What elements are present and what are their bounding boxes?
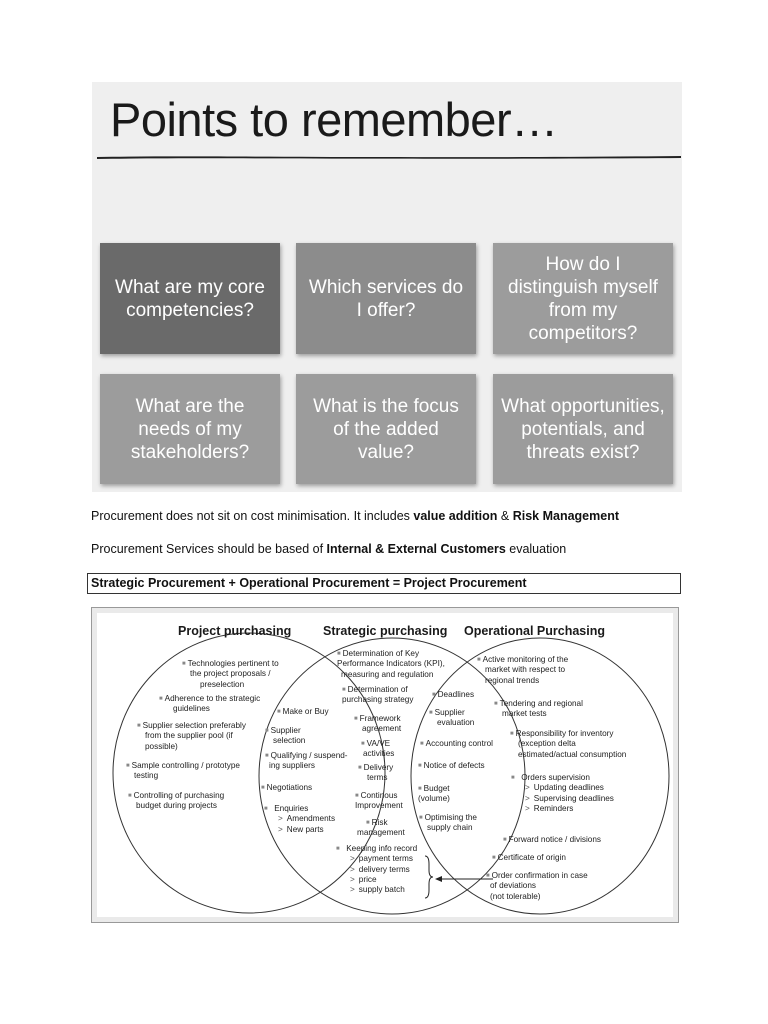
overlap-accounting-control: ■Accounting control	[420, 739, 493, 748]
project-item-supplier-selection: ■Supplier selection preferably from the …	[137, 721, 246, 751]
header-strategic: Strategic purchasing	[323, 624, 448, 638]
card-services: Which services do I offer?	[296, 243, 476, 354]
procurement-equation: Strategic Procurement + Operational Proc…	[87, 573, 681, 594]
circle-project	[112, 632, 386, 914]
card-stakeholder-needs: What are the needs of my stakeholders?	[100, 374, 280, 484]
project-item-budget-control: ■Controlling of purchasing budget during…	[128, 791, 225, 811]
venn-diagram-frame: Project purchasing Strategic purchasing …	[91, 607, 679, 923]
venn-circles	[112, 632, 670, 915]
slide-title: Points to remember…	[110, 93, 558, 146]
card-added-value: What is the focus of the added value?	[296, 374, 476, 484]
card-core-competencies: What are my core competencies?	[100, 243, 280, 354]
slide-image: Points to remember… What are my core com…	[92, 82, 682, 492]
strategic-item-delivery-terms: ■Delivery terms	[358, 763, 394, 783]
strategic-item-risk-management: ■Risk management	[357, 818, 405, 838]
project-item-technologies: ■Technologies pertinent to the project p…	[182, 659, 279, 689]
overlap-optimising-supply-chain: ■Optimising the supply chain	[419, 813, 477, 833]
circle-strategic	[258, 637, 526, 915]
header-operational: Operational Purchasing	[464, 624, 606, 638]
overlap-enquiries: ■ Enquiries >Amendments >New parts	[264, 804, 336, 834]
card-distinguish: How do I distinguish myself from my comp…	[493, 243, 673, 354]
operational-item-certificate: ■Certificate of origin	[492, 853, 566, 862]
title-underline	[97, 156, 681, 159]
info-record-arrowhead	[435, 876, 442, 882]
circle-operational	[410, 637, 670, 915]
customers-evaluation-line: Procurement Services should be based of …	[91, 542, 567, 556]
keeping-info-record: ■ Keeping info record >payment terms >de…	[336, 844, 418, 895]
strategic-item-kpi: ■Determination of Key Performance Indica…	[337, 649, 445, 679]
overlap-qualifying-suppliers: ■Qualifying / suspend- ing suppliers	[265, 751, 348, 771]
overlap-budget-volume: ■Budget (volume)	[418, 784, 450, 804]
operational-item-inventory: ■Responsibility for inventory (exception…	[510, 729, 627, 759]
overlap-deadlines: ■Deadlines	[432, 690, 475, 699]
operational-item-order-confirmation: ■Order confirmation in case of deviation…	[486, 871, 588, 901]
cost-minimisation-line: Procurement does not sit on cost minimis…	[91, 509, 619, 523]
venn-diagram: Project purchasing Strategic purchasing …	[97, 613, 673, 917]
info-record-bracket	[424, 855, 434, 899]
project-item-adherence: ■Adherence to the strategic guidelines	[159, 694, 261, 714]
operational-item-forward-notice: ■Forward notice / divisions	[503, 835, 601, 844]
header-project: Project purchasing	[178, 624, 292, 638]
strategic-item-purchasing-strategy: ■Determination of purchasing strategy	[342, 685, 414, 705]
strategic-item-framework: ■Framework agreement	[354, 714, 402, 734]
overlap-supplier-evaluation: ■Supplier evaluation	[429, 708, 475, 728]
overlap-negotiations: ■Negotiations	[261, 783, 313, 792]
strategic-item-vave: ■VA/VE activities	[361, 739, 395, 759]
strategic-item-continuous-improvement: ■Continous Improvement	[355, 791, 403, 811]
overlap-make-or-buy: ■Make or Buy	[277, 707, 329, 716]
operational-item-orders-supervision: ■ Orders supervision >Updating deadlines…	[511, 773, 614, 813]
project-item-sample-controlling: ■Sample controlling / prototype testing	[126, 761, 240, 781]
overlap-notice-of-defects: ■Notice of defects	[418, 761, 485, 770]
overlap-supplier-selection: ■Supplier selection	[265, 726, 306, 746]
operational-item-market-monitoring: ■Active monitoring of the market with re…	[477, 655, 569, 685]
card-opportunities: What opportunities, potentials, and thre…	[493, 374, 673, 484]
operational-item-tendering: ■Tendering and regional market tests	[494, 699, 583, 719]
